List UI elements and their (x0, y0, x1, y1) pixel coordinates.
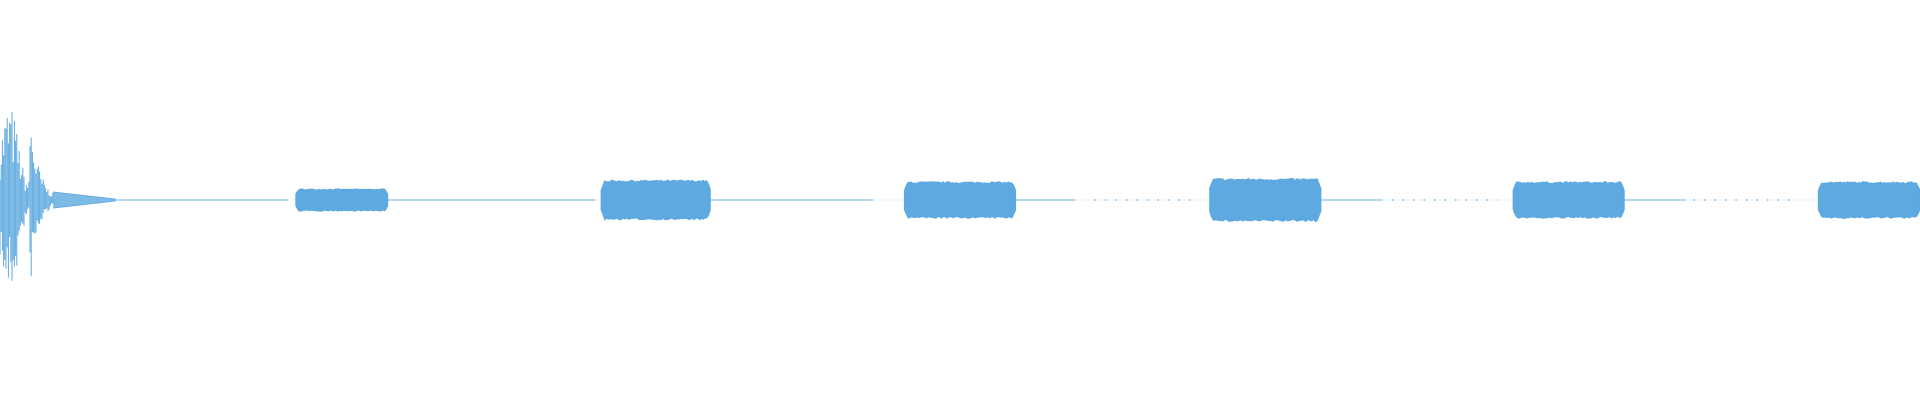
waveform-tone-4 (903, 181, 1017, 219)
waveform-track[interactable] (0, 112, 1920, 281)
waveform-transient-0 (0, 112, 54, 281)
waveform-tone-6 (1512, 181, 1625, 219)
waveform-tone-3 (600, 179, 711, 221)
waveform-tone-5 (1209, 177, 1322, 223)
waveform-tone-2 (295, 188, 389, 212)
waveform-tone-7 (1817, 181, 1920, 219)
waveform-tail-1 (53, 191, 116, 209)
